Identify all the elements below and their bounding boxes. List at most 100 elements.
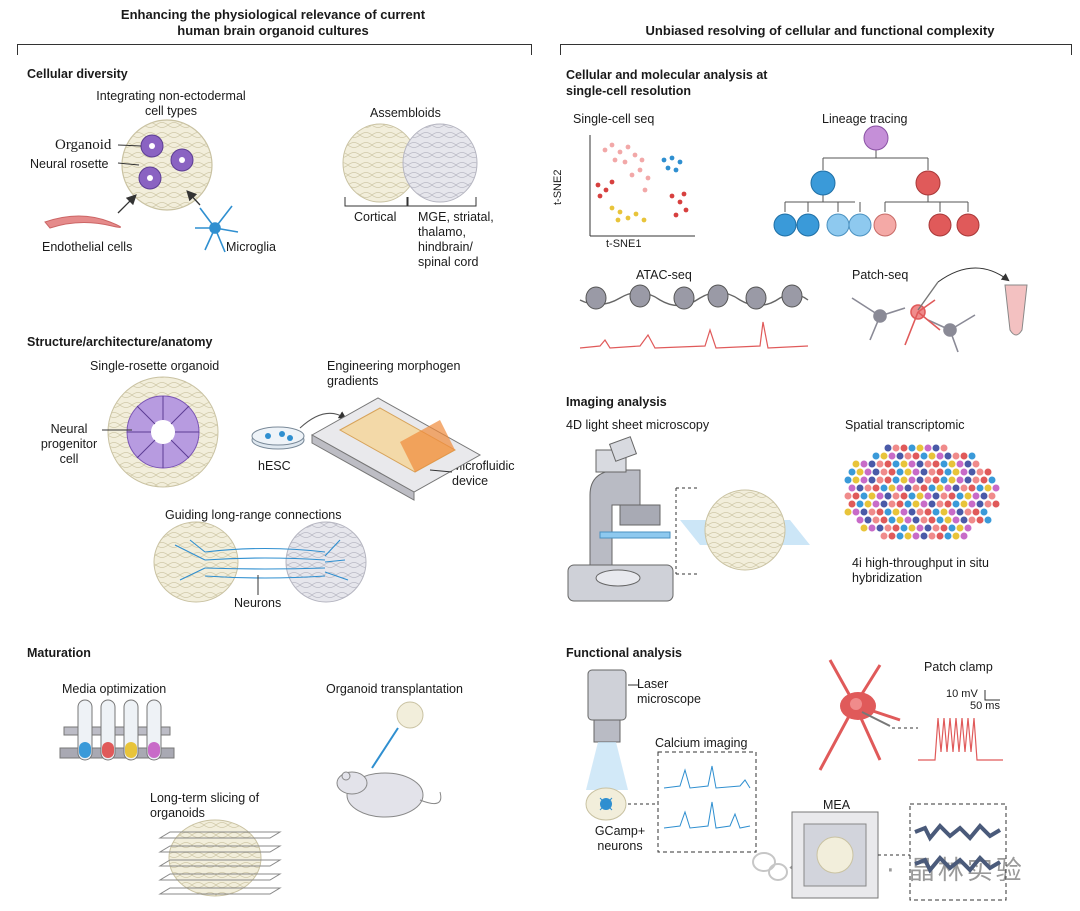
spatial-dot [872,452,880,460]
spatial-dot [872,484,880,492]
spatial-dot [972,492,980,500]
spatial-dot [920,484,928,492]
cellular-diversity-title: Cellular diversity [27,67,128,81]
light-sheet-microscope [567,436,810,602]
spatial-dot [960,452,968,460]
neurons-label: Neurons [234,596,282,610]
spatial-dot [860,524,868,532]
spatial-dot [924,508,932,516]
spatial-dot [860,492,868,500]
spatial-dot [956,492,964,500]
spatial-dot [972,476,980,484]
spatial-dot [908,524,916,532]
spatial-dot [992,500,1000,508]
spatial-dot [936,468,944,476]
spatial-dot [904,500,912,508]
spatial-dot [908,492,916,500]
spatial-dot [868,460,876,468]
spatial-dot [924,524,932,532]
spatial-dot [876,460,884,468]
wechat-logo-icon [752,852,788,881]
spatial-dot [916,444,924,452]
spatial-dot [880,468,888,476]
organoid-label: Organoid [55,137,112,153]
scale-mv-label: 10 mV [946,688,978,700]
spatial-dot [948,492,956,500]
spatial-dot [952,452,960,460]
spatial-dot [920,468,928,476]
spatial-dot [848,484,856,492]
spatial-dot [924,492,932,500]
spatial-dot [856,484,864,492]
spatial-dot [892,444,900,452]
spatial-dot [916,508,924,516]
spatial-dot [928,500,936,508]
spatial-dot [952,516,960,524]
hesc-label: hESC [258,459,291,473]
spatial-dot [908,476,916,484]
spatial-dot [860,476,868,484]
spatial-dot [960,516,968,524]
left-header-bracket [17,44,532,55]
spatial-dot [932,492,940,500]
light-sheet-label: 4D light sheet microscopy [566,418,710,432]
patch-clamp-trace [918,690,1003,761]
right-header-bracket [560,44,1072,55]
spatial-dot [864,516,872,524]
spatial-dot [968,468,976,476]
structure-title: Structure/architecture/anatomy [27,335,213,349]
engineering-label: Engineering morphogen gradients [327,359,461,388]
spatial-transcriptomic-map [844,444,1000,540]
spatial-label: Spatial transcriptomic [845,418,965,432]
spatial-dot [960,532,968,540]
mea-label: MEA [823,798,851,812]
calcium-label: Calcium imaging [655,736,748,750]
gcamp-label: GCamp+ neurons [594,824,646,853]
functional-title: Functional analysis [566,646,683,660]
spatial-dot [976,484,984,492]
spatial-dot [852,508,860,516]
spatial-dot [968,500,976,508]
spatial-dot [884,460,892,468]
spatial-dot [904,468,912,476]
spatial-dot [972,508,980,516]
spatial-dot [848,468,856,476]
spatial-dot [876,476,884,484]
spatial-dot [908,460,916,468]
scale-ms-label: 50 ms [970,700,1000,712]
mouse-transplant [336,701,442,818]
spatial-dot [964,508,972,516]
spatial-dot [936,500,944,508]
guiding-label: Guiding long-range connections [165,508,342,522]
spatial-dot [964,492,972,500]
spatial-dot [860,508,868,516]
atac-seq-track [579,284,809,349]
spatial-dot [968,516,976,524]
spatial-dot [992,484,1000,492]
spatial-dot [868,508,876,516]
integrating-label: Integrating non-ectodermal cell types [96,89,246,118]
spatial-dot [940,492,948,500]
spatial-dot [876,508,884,516]
endothelial-cell-icon [44,215,121,229]
spatial-dot [880,452,888,460]
spatial-dot [900,492,908,500]
spatial-dot [844,508,852,516]
spatial-dot [880,484,888,492]
microglia-icon [195,205,239,253]
spatial-dot [960,484,968,492]
spatial-dot [880,532,888,540]
neural-rosette-label: Neural rosette [30,157,109,171]
spatial-dot [896,516,904,524]
media-tube-rack [59,699,175,761]
spatial-dot [912,484,920,492]
spatial-dot [944,516,952,524]
spatial-dot [980,508,988,516]
spatial-dot [988,476,996,484]
spatial-dot [940,476,948,484]
spatial-dot [948,460,956,468]
spatial-dot [892,460,900,468]
spatial-dot [936,516,944,524]
spatial-dot [964,476,972,484]
